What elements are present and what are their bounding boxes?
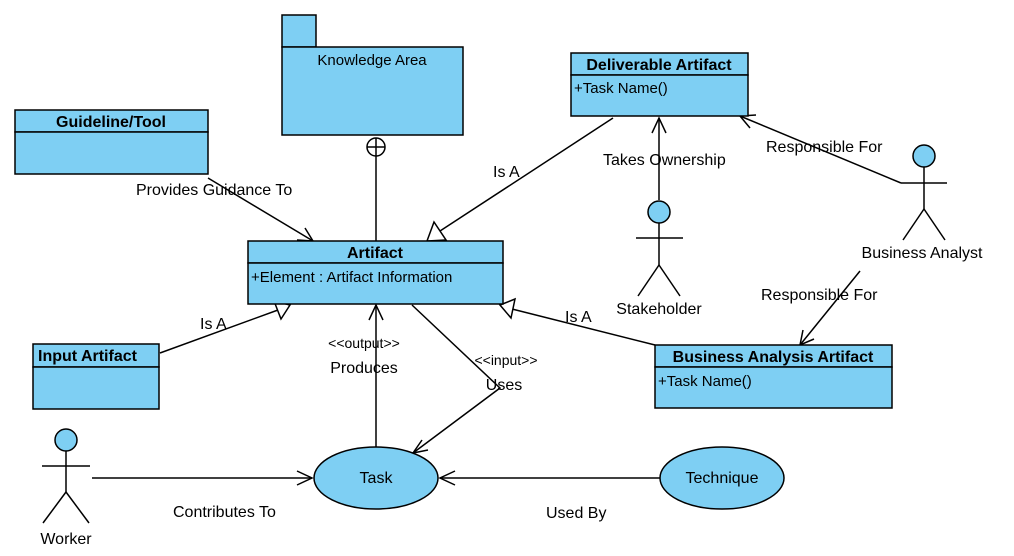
artifact-name: Artifact [347, 245, 404, 262]
technique-use-case[interactable]: Technique [659, 446, 785, 510]
containment-connector [366, 137, 386, 241]
artifact-member: +Element : Artifact Information [251, 269, 452, 286]
used-by-connector [438, 470, 660, 486]
task-label: Task [360, 470, 394, 487]
business-analyst-label: Business Analyst [862, 245, 984, 262]
stakeholder-label: Stakeholder [616, 301, 702, 318]
contributes-to-connector [92, 470, 314, 486]
contributes-to-label: Contributes To [173, 504, 276, 521]
input-stereotype-label: <<input>> [474, 352, 537, 368]
business-analysis-artifact-name: Business Analysis Artifact [673, 349, 874, 366]
artifact-class[interactable]: Artifact +Element : Artifact Information [247, 240, 504, 305]
business-analyst-actor[interactable]: Business Analyst [862, 144, 984, 262]
is-a-input-label: Is A [200, 316, 227, 333]
deliverable-artifact-member: +Task Name() [574, 80, 668, 97]
produces-label: Produces [330, 360, 398, 377]
business-analysis-artifact-member: +Task Name() [658, 373, 752, 390]
takes-ownership-label: Takes Ownership [603, 152, 726, 169]
responsible-for-deliverable-label: Responsible For [766, 139, 883, 156]
worker-actor[interactable]: Worker [40, 428, 92, 548]
used-by-label: Used By [546, 505, 606, 522]
guideline-tool-class[interactable]: Guideline/Tool [14, 109, 209, 175]
business-analysis-artifact-class[interactable]: Business Analysis Artifact +Task Name() [654, 344, 893, 409]
deliverable-artifact-class[interactable]: Deliverable Artifact +Task Name() [570, 52, 749, 117]
output-stereotype-label: <<output>> [328, 335, 400, 351]
takes-ownership-connector [651, 116, 667, 200]
stakeholder-actor[interactable]: Stakeholder [616, 200, 702, 318]
uses-label: Uses [486, 377, 522, 394]
input-artifact-name: Input Artifact [38, 348, 138, 365]
is-a-deliverable-label: Is A [493, 164, 520, 181]
task-use-case[interactable]: Task [313, 446, 439, 510]
knowledge-area-name: Knowledge Area [317, 52, 427, 69]
is-a-ba-label: Is A [565, 309, 592, 326]
guideline-tool-name: Guideline/Tool [56, 114, 166, 131]
provides-guidance-label: Provides Guidance To [136, 182, 292, 199]
responsible-for-ba-connector [798, 270, 861, 347]
input-artifact-class[interactable]: Input Artifact [32, 343, 160, 410]
deliverable-artifact-name: Deliverable Artifact [586, 57, 732, 74]
knowledge-area-package[interactable]: Knowledge Area [281, 14, 464, 136]
produces-connector [368, 303, 384, 447]
generalization-deliverable [425, 117, 614, 242]
technique-label: Technique [686, 470, 759, 487]
responsible-for-ba-label: Responsible For [761, 287, 878, 304]
worker-label: Worker [40, 531, 92, 548]
